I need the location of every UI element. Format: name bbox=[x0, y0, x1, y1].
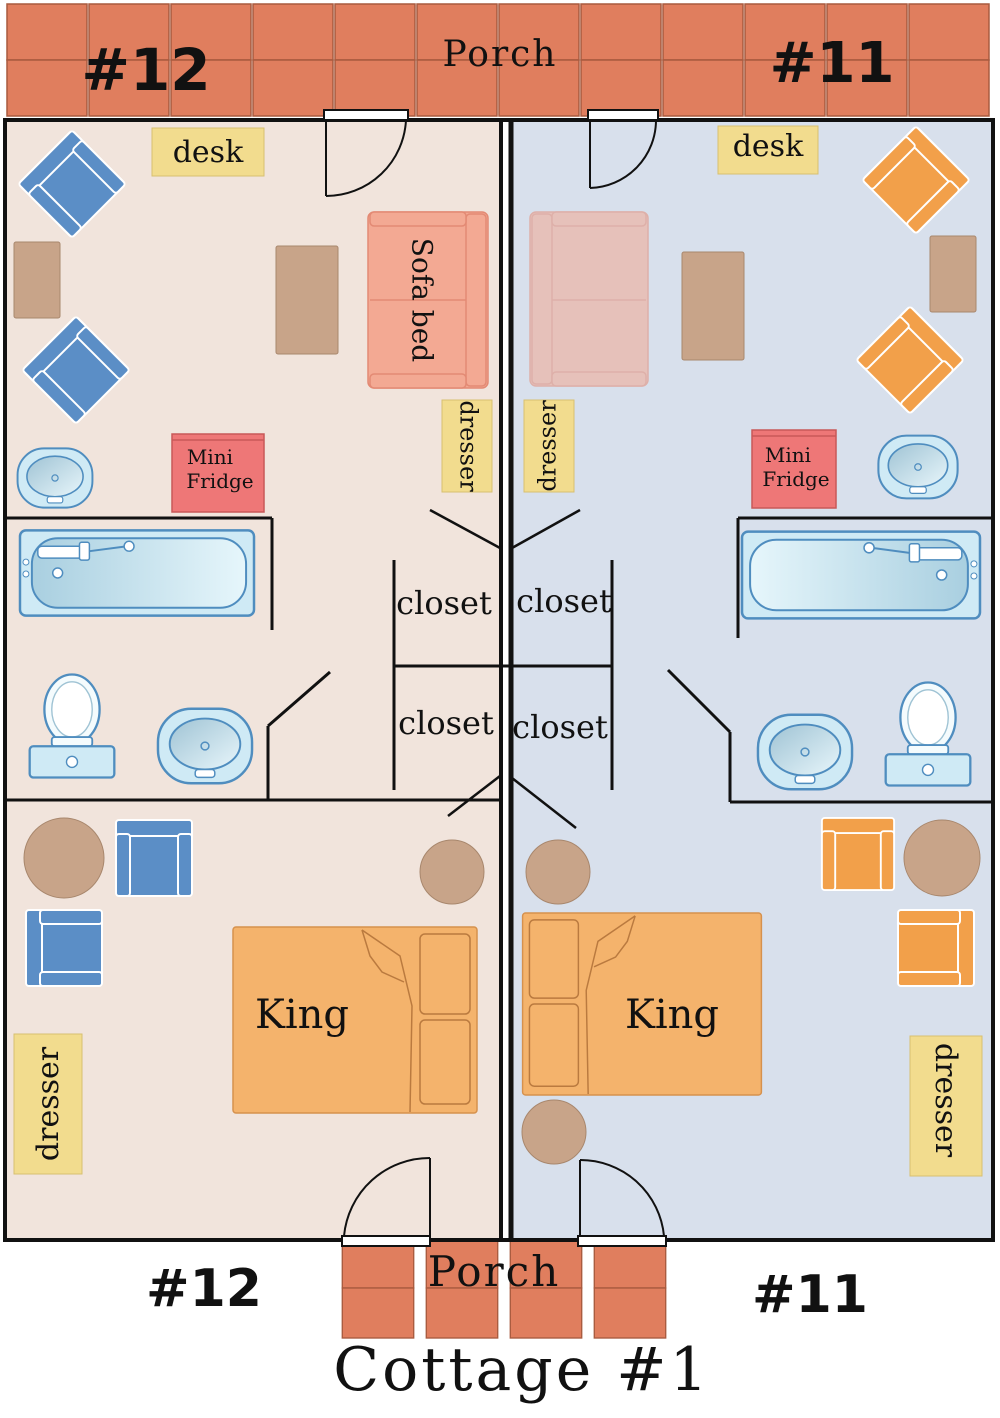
cottage-title: Cottage #1 bbox=[333, 1335, 710, 1405]
mini-fridge: Mini Fridge bbox=[171, 433, 265, 513]
porch-tile bbox=[334, 59, 416, 117]
porch-tile bbox=[580, 3, 662, 61]
porch-tile bbox=[580, 59, 662, 117]
closet-label: closet bbox=[398, 704, 494, 742]
dresser: dresser bbox=[909, 1035, 983, 1177]
armchair-icon bbox=[25, 909, 103, 987]
round-table bbox=[903, 819, 981, 897]
sink-icon bbox=[877, 434, 959, 500]
closet-label: closet bbox=[512, 708, 608, 746]
unit-number-12-bottom: #12 bbox=[146, 1259, 262, 1319]
sofa bbox=[529, 211, 649, 387]
armchair-icon bbox=[114, 818, 194, 898]
armchair-icon bbox=[897, 909, 975, 987]
porch-tile bbox=[662, 3, 744, 61]
door-swing-icon bbox=[577, 1158, 667, 1247]
sink-icon bbox=[156, 707, 254, 785]
coffee-table bbox=[681, 251, 745, 361]
bathtub-icon bbox=[18, 529, 256, 617]
mini-fridge-label-2: Fridge bbox=[186, 469, 253, 493]
dresser-label: dresser bbox=[534, 400, 562, 492]
dresser-label: dresser bbox=[928, 1043, 963, 1158]
mini-fridge-label-2: Fridge bbox=[762, 467, 829, 491]
nightstand bbox=[525, 839, 591, 905]
closet-label: closet bbox=[516, 582, 612, 620]
porch-tile bbox=[252, 3, 334, 61]
unit-number-11-bottom: #11 bbox=[752, 1265, 868, 1325]
desk-label: desk bbox=[173, 135, 244, 170]
dresser-label: dresser bbox=[31, 1046, 66, 1161]
desk-label: desk bbox=[733, 129, 804, 164]
king-bed: King bbox=[521, 912, 763, 1096]
door-swing-icon bbox=[323, 109, 409, 198]
unit-number-12-top: #12 bbox=[81, 36, 210, 104]
desk: desk bbox=[151, 127, 265, 177]
porch-label-bottom: Porch bbox=[428, 1247, 561, 1296]
porch-tile bbox=[334, 3, 416, 61]
dresser: dresser bbox=[523, 399, 575, 493]
sofa-bed: Sofa bed bbox=[367, 211, 489, 389]
mini-fridge-label-1: Mini bbox=[187, 445, 233, 469]
dresser: dresser bbox=[13, 1033, 83, 1175]
closet-labels-left: closet closet bbox=[396, 584, 494, 742]
sink-icon bbox=[756, 713, 854, 791]
round-table bbox=[23, 817, 105, 899]
dresser-label: dresser bbox=[455, 400, 483, 492]
porch-tile bbox=[593, 1287, 667, 1339]
door-swing-icon bbox=[587, 109, 659, 189]
sofa-bed-label: Sofa bed bbox=[406, 238, 439, 362]
side-table bbox=[929, 235, 977, 313]
porch-tile bbox=[6, 3, 88, 61]
porch-tile bbox=[341, 1287, 415, 1339]
king-label: King bbox=[625, 992, 719, 1038]
side-table bbox=[13, 241, 61, 319]
closet-labels-right: closet closet bbox=[512, 582, 612, 746]
walls bbox=[3, 118, 995, 1242]
desk: desk bbox=[717, 125, 819, 175]
bathtub-icon bbox=[740, 530, 982, 620]
porch-tile bbox=[662, 59, 744, 117]
king-bed: King bbox=[232, 926, 478, 1114]
coffee-table bbox=[275, 245, 339, 355]
porch-tile bbox=[908, 59, 990, 117]
porch-label-top: Porch bbox=[443, 34, 558, 75]
closet-label: closet bbox=[396, 584, 492, 622]
porch-tile bbox=[6, 59, 88, 117]
unit-number-11-top: #11 bbox=[770, 31, 895, 96]
mini-fridge: Mini Fridge bbox=[751, 429, 837, 509]
porch-tile bbox=[908, 3, 990, 61]
dresser: dresser bbox=[441, 399, 493, 493]
armchair-icon bbox=[820, 816, 896, 892]
nightstand bbox=[419, 839, 485, 905]
sink-icon bbox=[16, 447, 94, 509]
door-swing-icon bbox=[341, 1156, 431, 1247]
king-label: King bbox=[255, 992, 349, 1038]
porch-tile bbox=[252, 59, 334, 117]
nightstand bbox=[521, 1099, 587, 1165]
mini-fridge-label-1: Mini bbox=[765, 443, 811, 467]
